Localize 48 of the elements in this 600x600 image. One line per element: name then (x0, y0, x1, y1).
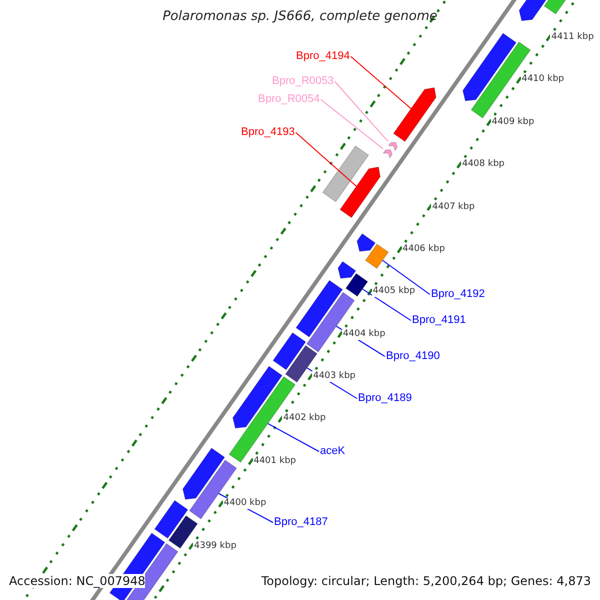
gene-block (232, 366, 283, 428)
leader-line (382, 260, 430, 295)
gene-block (393, 87, 436, 142)
scale-label: 4410 kbp (520, 74, 565, 86)
gene-label: Bpro_4187 (274, 516, 328, 529)
leader-line (334, 81, 388, 142)
gene-label: Bpro_4189 (358, 392, 412, 405)
gene-label: Bpro_4194 (296, 50, 350, 63)
gene-label: Bpro_4192 (431, 288, 485, 301)
scale-label: 4404 kbp (342, 328, 386, 340)
gene-block (345, 273, 368, 297)
gene-block (338, 261, 356, 279)
scale-label: 4411 kbp (550, 32, 595, 43)
scale-label: 4402 kbp (282, 413, 327, 424)
map-title: Polaromonas sp. JS666, complete genome (162, 9, 438, 24)
scale-label: 4408 kbp (461, 159, 506, 170)
gene-block (154, 500, 188, 539)
gene-block (382, 150, 392, 158)
gene-label: aceK (320, 445, 346, 458)
gene-block (356, 233, 376, 252)
gene-block (322, 145, 369, 202)
gene-block (340, 166, 381, 218)
gene-block (462, 32, 517, 102)
leader-line (267, 423, 320, 452)
scale-label: 4407 kbp (431, 202, 476, 212)
gene-label: Bpro_4191 (412, 314, 466, 327)
scale-label: 4406 kbp (402, 244, 446, 255)
leader-line (362, 288, 412, 321)
accession-note: Accession: NC_007948 (9, 574, 146, 588)
gene-block (365, 244, 389, 269)
leader-line (295, 132, 357, 187)
gene-block (182, 448, 226, 500)
genome-stats-note: Topology: circular; Length: 5,200,264 bp; Genes: 4,873 (261, 574, 591, 588)
leader-line (350, 56, 412, 110)
gene-label: Bpro_R0053 (272, 75, 334, 88)
scale-label: 4409 kbp (490, 116, 536, 128)
leader-line (320, 99, 384, 150)
scale-label: 4399 kbp (193, 540, 238, 552)
gene-label: Bpro_4190 (386, 350, 440, 363)
scale-label: 4405 kbp (372, 286, 416, 298)
gene-block (296, 280, 343, 338)
scale-label: 4400 kbp (222, 498, 268, 510)
scale-label: 4401 kbp (252, 456, 297, 467)
gene-block (388, 142, 398, 152)
gene-label: Bpro_R0054 (258, 93, 320, 106)
gene-block (272, 332, 306, 370)
gene-label: Bpro_4193 (241, 126, 295, 139)
scale-label: 4403 kbp (312, 371, 356, 382)
